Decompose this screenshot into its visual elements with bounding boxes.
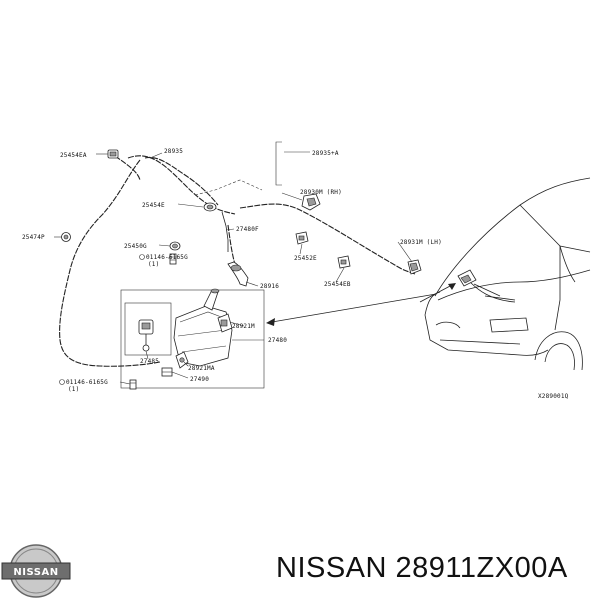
arrowhead-nozzle (448, 283, 456, 290)
label-28930m: 28930M (RH) (300, 189, 342, 196)
callout-lines (54, 151, 413, 385)
diagram-code: X289001Q (538, 393, 569, 400)
clip-25450g (169, 241, 181, 251)
label-28916: 28916 (260, 283, 279, 290)
label-25454eb: 25454EB (324, 281, 351, 288)
hose-connector-dash (194, 179, 263, 196)
label-27480: 27480 (268, 337, 287, 344)
nissan-logo-wordmark: NISSAN (13, 567, 58, 578)
label-27485: 27485 (140, 358, 159, 365)
label-28931m: 28931M (LH) (400, 239, 442, 246)
label-01146-top-marker (139, 254, 145, 260)
hose-tank-link (227, 224, 237, 269)
label-01146-top: 01146-6165G (146, 254, 188, 261)
nozzle-28931m-lh (407, 259, 422, 275)
washer-tank-27480 (173, 288, 233, 367)
label-25454e: 25454E (142, 202, 165, 209)
level-sensor-27490 (161, 367, 173, 377)
washer-hose-branch (114, 155, 141, 181)
arrowhead-tank (266, 318, 275, 326)
grommet-25474p (61, 232, 71, 242)
bolt-01146-bottom (129, 379, 137, 390)
label-01146-bottom-qty: (1) (68, 386, 79, 393)
nozzle-28930m-rh (301, 193, 321, 211)
nozzle-group-bracket (275, 141, 282, 186)
label-01146-top-qty: (1) (148, 261, 159, 268)
washer-hose-main (127, 155, 236, 215)
vehicle-nozzle-detail (457, 269, 501, 297)
label-28935a: 28935+A (312, 150, 339, 157)
label-01146-bottom: 01146-6165G (66, 379, 108, 386)
label-25454ea: 25454EA (60, 152, 87, 159)
tank-neck-28921ma (175, 351, 189, 369)
label-28935: 28935 (164, 148, 183, 155)
pump-subassembly-frame (124, 302, 172, 356)
washer-pump-28921m (217, 313, 233, 333)
label-25450g: 25450G (124, 243, 147, 250)
clip-25452e (295, 231, 309, 245)
label-28921m: 28921M (232, 323, 255, 330)
label-27480f: 27480F (236, 226, 259, 233)
bolt-01146-top (169, 253, 177, 265)
label-25474p: 25474P (22, 234, 45, 241)
pump-27485 (138, 319, 154, 352)
nissan-logo: NISSAN (1, 544, 71, 598)
washer-hose-long (59, 159, 161, 367)
tube-27480f (221, 211, 229, 252)
label-27490: 27490 (190, 376, 209, 383)
clip-25454eb (337, 255, 351, 269)
clip-25454e (203, 202, 217, 212)
part-number-title: NISSAN 28911ZX00A (276, 552, 568, 584)
leader-arrow-tank (271, 293, 437, 323)
connector-28916 (227, 261, 249, 287)
washer-hose-to-nozzle (239, 203, 416, 275)
label-25452e: 25452E (294, 255, 317, 262)
leader-arrow-nozzle (419, 284, 453, 303)
label-01146-bottom-marker (59, 379, 65, 385)
tank-assembly-frame (120, 289, 265, 389)
washer-hose-top (144, 156, 219, 206)
vehicle-outline (424, 177, 591, 371)
label-28921ma: 28921MA (188, 365, 215, 372)
clip-25454ea (107, 149, 119, 159)
